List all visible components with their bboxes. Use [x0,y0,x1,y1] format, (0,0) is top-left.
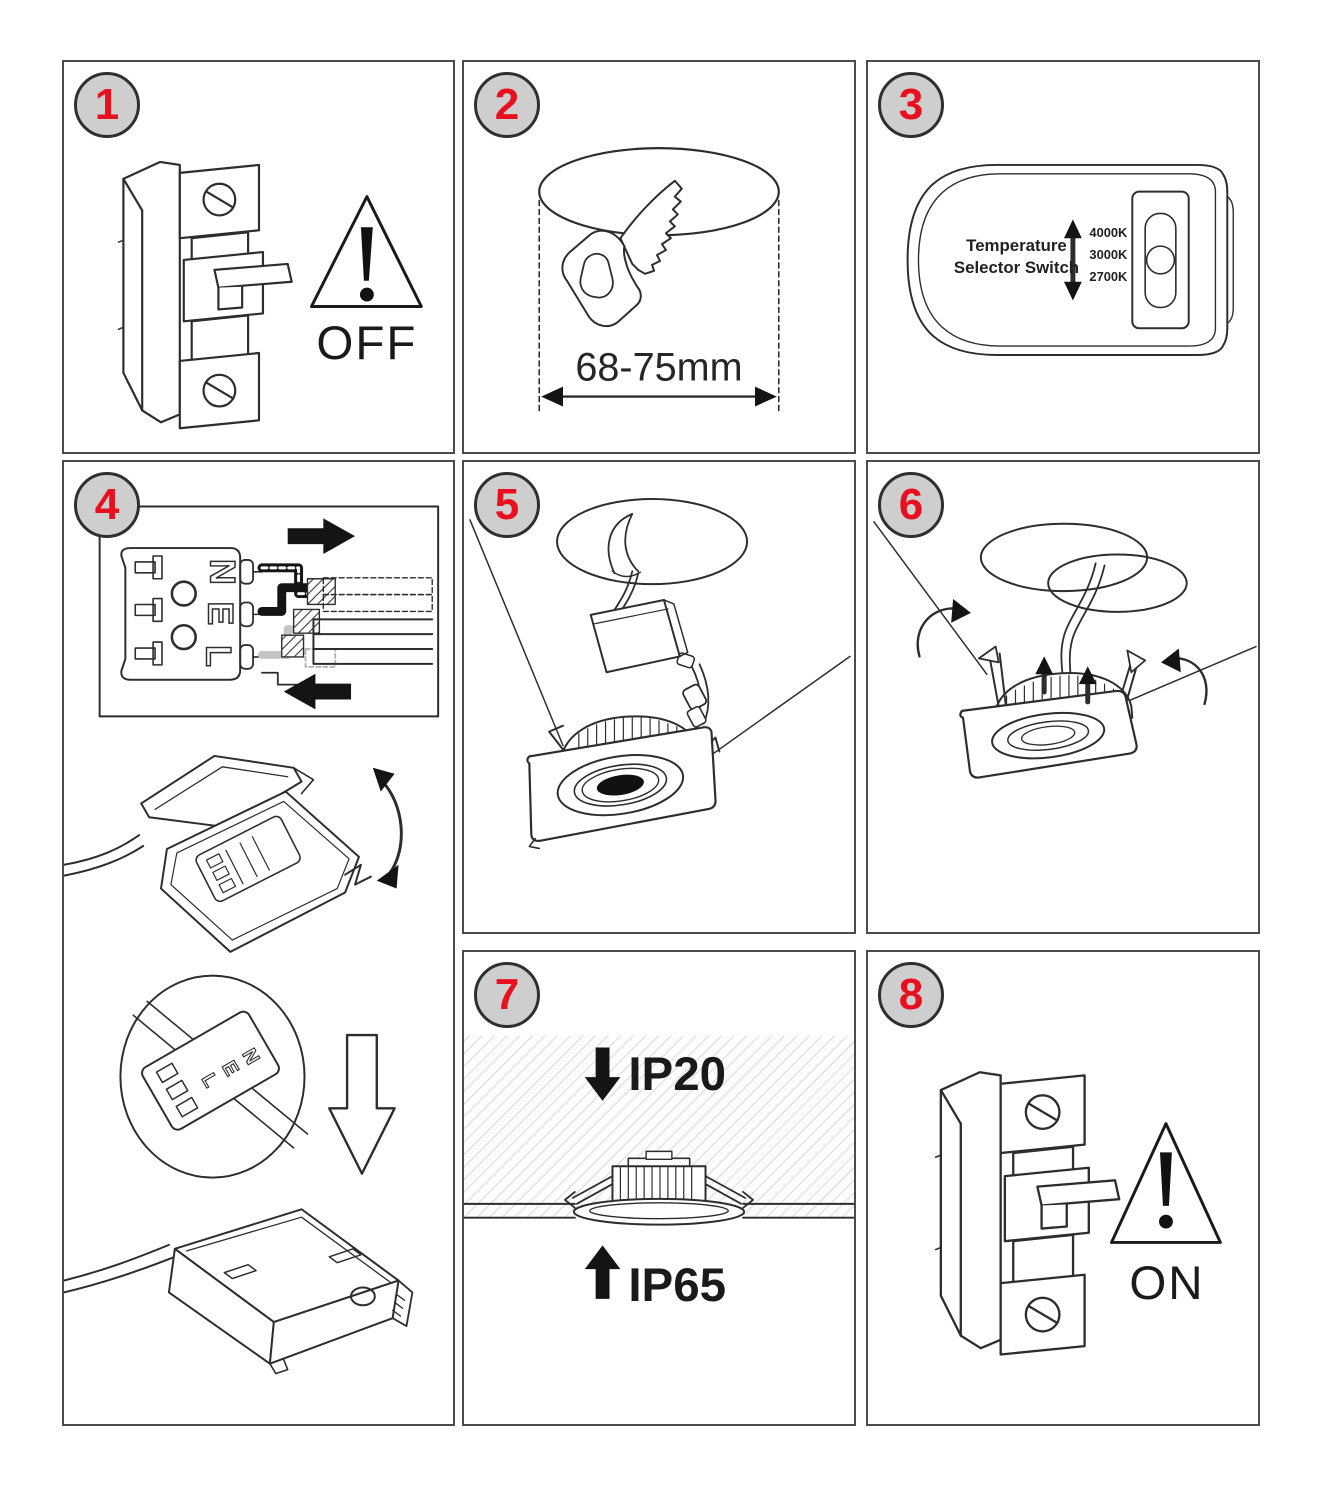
ip20-label: IP20 [628,1048,726,1101]
rotate-arrow-left-icon [916,599,971,658]
detail-zoom-circle [119,974,309,1179]
option-2700k: 2700K [1089,269,1128,284]
closed-connector-box [64,1208,414,1375]
down-arrow-outline-icon [328,1033,396,1175]
down-arrow-icon [584,1047,621,1101]
step-1-panel: 1 [62,60,455,454]
step-1-number: 1 [94,80,120,129]
step-1-badge: 1 [74,72,140,138]
step-3-badge: 3 [878,72,944,138]
up-arrow-icons [1035,656,1097,705]
leader-lines [469,519,851,765]
downlight-fixture [526,715,721,850]
option-4000k: 4000K [1089,225,1128,240]
step-5-number: 5 [494,480,520,529]
step-8-badge: 8 [878,962,944,1028]
step-5-badge: 5 [474,472,540,538]
downlight-fixture-with-springs [959,645,1147,779]
terminal-n-label: N [202,559,242,585]
step-7-number: 7 [494,970,520,1019]
rotate-arrow-right-icon [1160,648,1208,706]
left-arrow-icon [283,673,352,710]
step-8-number: 8 [898,970,924,1019]
step-8-illustration: ON [934,1071,1222,1356]
step-6-panel: 6 [866,460,1260,934]
on-label: ON [1129,1257,1204,1310]
step-5-panel: 5 [462,460,856,934]
open-connector-box [64,754,372,953]
step-6-badge: 6 [878,472,944,538]
step-6-number: 6 [898,480,924,529]
step-7-badge: 7 [474,962,540,1028]
warning-triangle-icon [1110,1122,1222,1244]
circuit-breaker-illustration [934,1071,1121,1356]
step-2-illustration: 68-75mm [538,147,780,412]
driver-housing-outline [906,163,1234,356]
ip65-label: IP65 [628,1259,726,1312]
wiring-diagram [257,563,434,686]
step-4-number: 4 [94,480,120,529]
step-3-illustration: Temperature Selector Switch 4000K 3000K … [906,163,1234,356]
step-7-panel: 7 [462,950,856,1426]
off-label: OFF [316,317,417,370]
terminal-e-label: E [201,602,241,626]
wiring-detail-box [98,505,440,718]
step-5-illustration [469,498,851,850]
driver-box [589,599,696,674]
step-6-illustration [873,521,1257,779]
selector-switch [1131,190,1190,330]
step-4-badge: 4 [74,472,140,538]
rotate-arrow-icon [372,767,403,889]
step-3-number: 3 [898,80,924,129]
step-8-panel: 8 [866,950,1260,1426]
circuit-breaker-illustration [117,160,293,430]
dimension-arrow [541,386,777,407]
hand-saw-illustration [561,179,683,328]
step-2-number: 2 [494,80,520,129]
step-4-panel: 4 [62,460,455,1426]
ceiling-hole-with-cable [979,522,1188,682]
option-3000k: 3000K [1089,247,1128,262]
step-7-illustration: IP20 IP65 [464,1035,854,1312]
switch-label-line2: Selector Switch [954,258,1079,277]
recessed-fixture-cross-section [564,1150,754,1226]
step-3-panel: 3 Temperature [866,60,1260,454]
ceiling-board [464,1202,854,1219]
step-1-illustration: OFF [117,160,423,430]
hole-diameter-label: 68-75mm [575,346,742,390]
up-arrow-icon [584,1245,621,1299]
switch-label-line1: Temperature [966,236,1067,255]
terminal-l-label: L [199,645,239,667]
up-down-arrow-icon [1063,219,1082,301]
right-arrow-icon [287,518,356,554]
warning-triangle-icon [309,195,423,308]
step-2-panel: 2 68-75mm [462,60,856,454]
leader-lines [873,521,1257,705]
step-2-badge: 2 [474,72,540,138]
step-4-illustration: N E L N E L [64,505,440,1375]
ceiling-hole-with-cable [556,498,749,616]
inline-connector [682,663,710,728]
terminal-block [120,547,263,681]
